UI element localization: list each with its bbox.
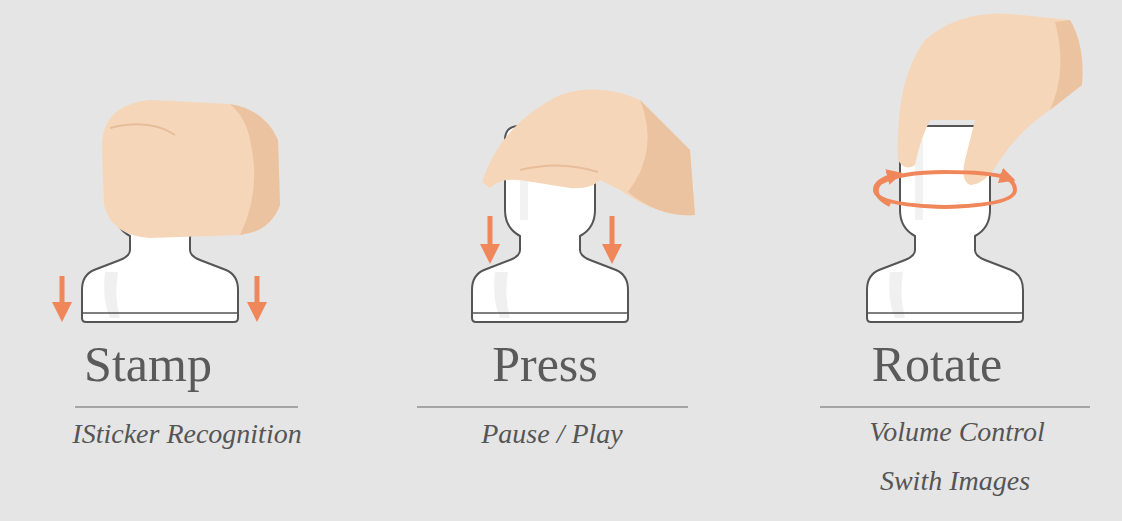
gesture-name: Press	[492, 336, 598, 392]
underline	[820, 406, 1090, 407]
hand-pressing	[482, 90, 695, 216]
function-text: Swith Images	[880, 465, 1030, 497]
down-arrow	[60, 276, 65, 312]
function-text: Pause / Play	[481, 418, 623, 450]
down-arrow	[610, 216, 615, 254]
rotation-arrow	[875, 172, 1015, 207]
down-arrow	[255, 276, 260, 312]
function-text: Volume Control	[869, 416, 1045, 448]
underline	[75, 406, 298, 407]
hand-rotating	[898, 14, 1083, 185]
down-arrow	[488, 216, 493, 254]
function-text: ISticker Recognition	[72, 418, 301, 450]
underline	[417, 406, 688, 407]
hand-fist	[102, 100, 280, 238]
gesture-name: Rotate	[872, 336, 1003, 392]
gesture-name: Stamp	[84, 336, 212, 392]
